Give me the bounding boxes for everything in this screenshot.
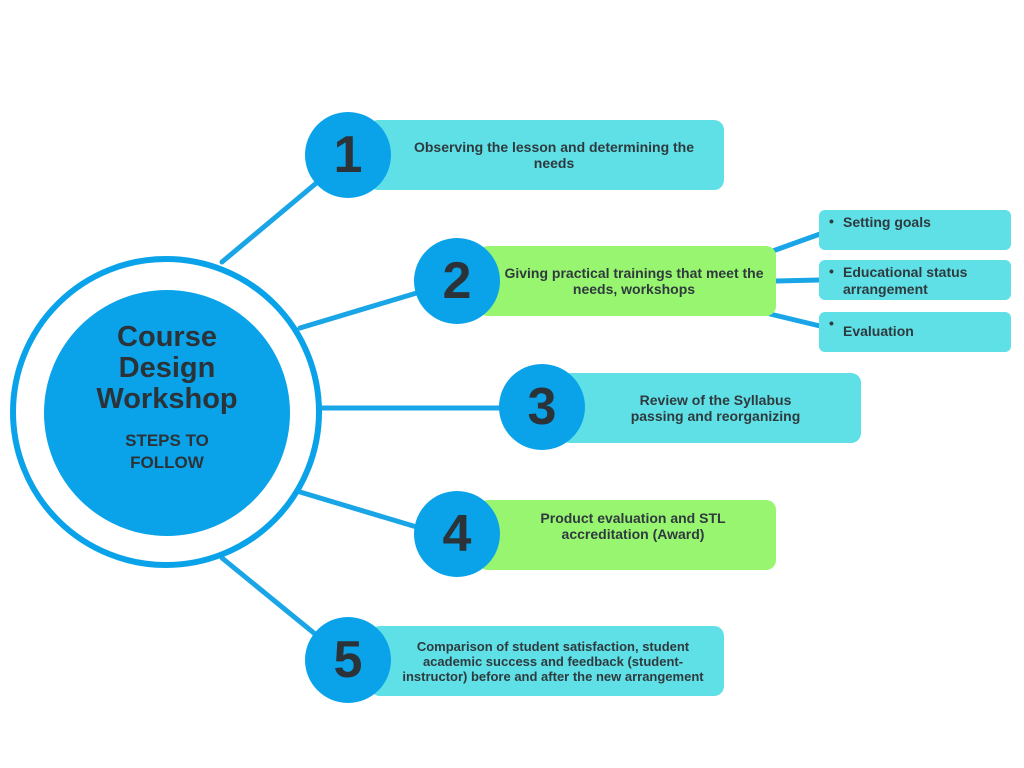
step-3-number: 3 [499,364,585,450]
step-4-number: 4 [414,491,500,577]
hub-title-line: Design [118,352,216,384]
step-1-text: Observing the lesson and determining the… [413,139,695,171]
step-2-text: Giving practical trainings that meet the… [504,265,764,297]
step-2-box: Giving practical trainings that meet the… [478,246,776,316]
hub-title-line: Workshop [96,383,238,415]
step-2-number: 2 [414,238,500,324]
step-1-number: 1 [305,112,391,198]
step-4-box: Product evaluation and STL accreditation… [478,500,776,570]
connector-hub-step4 [297,489,423,531]
step-1-box: Observing the lesson and determining the… [368,120,724,190]
connector-hub-step5 [219,555,323,641]
step-2-subitem-evaluation: Evaluation [819,312,1011,352]
step-4-text: Product evaluation and STL accreditation… [540,510,726,542]
step-5-box: Comparison of student satisfaction, stud… [370,626,724,696]
step-2-subitem-setting-goals: Setting goals [819,210,1011,250]
hub-subtitle-line: FOLLOW [130,453,204,472]
hub-title-line: Course [117,321,217,353]
step-3-text-line: Review of the Syllabus [639,392,792,408]
hub-subtitle: STEPS TO FOLLOW [44,430,290,474]
hub-title: Course Design Workshop [44,322,290,415]
connector-step2-sub3 [767,311,823,329]
step-5-text: Comparison of student satisfaction, stud… [402,638,704,684]
step-2-subitem-educational-status: Educational status arrangement [819,260,1011,300]
connector-hub-step1 [219,177,323,265]
connector-step2-sub2 [773,277,823,284]
step-3-box: Review of the Syllabus passing and reorg… [560,373,861,443]
connector-hub-step2 [297,289,423,331]
hub-circle [44,290,290,536]
step-5-number: 5 [305,617,391,703]
connector-step2-sub1 [767,231,823,255]
step-3-text-line: passing and reorganizing [630,408,801,424]
hub-subtitle-line: STEPS TO [125,431,209,450]
